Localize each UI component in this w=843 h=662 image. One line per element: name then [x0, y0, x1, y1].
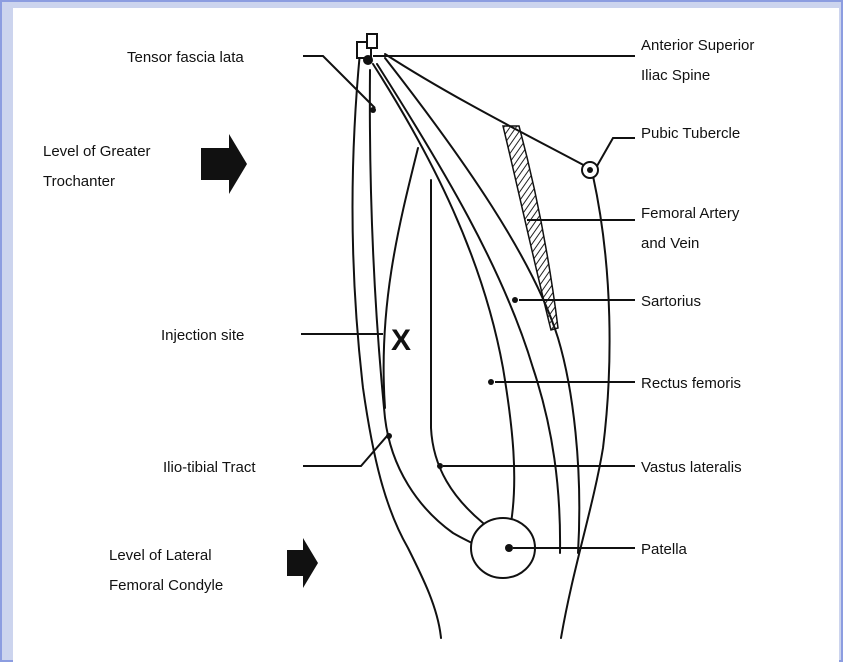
asis-label-line2: Iliac Spine [641, 67, 710, 84]
iliotibial-tract-label: Ilio-tibial Tract [163, 459, 256, 476]
vastus-lateralis-label: Vastus lateralis [641, 459, 742, 476]
femoral-vessels-label-line1: Femoral Artery [641, 205, 740, 222]
pubic-tubercle-dot [587, 167, 593, 173]
injection-site-label: Injection site [161, 327, 244, 344]
rectus-femoris-dot [488, 379, 494, 385]
lateral-condyle-label-line2: Femoral Condyle [109, 577, 223, 594]
thigh-outer-outline [351, 51, 442, 639]
pubic-tubercle-leader [596, 137, 635, 167]
rectus-femoris-medial-border [372, 63, 516, 524]
rectus-femoris-label: Rectus femoris [641, 375, 741, 392]
asis-bony-prominence [356, 33, 378, 59]
thigh-anatomy-diagram: Tensor fascia lata Anterior Superior Ili… [43, 33, 754, 639]
greater-trochanter-arrow [201, 134, 247, 194]
iliotibial-tract-leader [303, 435, 388, 467]
patella-label: Patella [641, 541, 688, 558]
patella-dot [505, 544, 513, 552]
pubic-tubercle-label: Pubic Tubercle [641, 125, 740, 142]
iliotibial-tract-line [368, 69, 478, 547]
sartorius-label: Sartorius [641, 293, 701, 310]
vastus-lateralis-dot [437, 463, 443, 469]
injection-site-mark: X [391, 324, 411, 357]
rectus-femoris-lateral-border [430, 179, 484, 524]
femoral-vessels [502, 125, 559, 331]
vastus-lateralis-border [382, 147, 419, 409]
lateral-condyle-label-line1: Level of Lateral [109, 547, 212, 564]
femoral-vessels-label-line2: and Vein [641, 235, 699, 252]
asis-point [363, 55, 373, 65]
sartorius-lateral-border [376, 63, 562, 554]
tensor-fascia-lata-dot [370, 107, 376, 113]
tensor-fascia-lata-label: Tensor fascia lata [127, 49, 244, 66]
greater-trochanter-label-line2: Trochanter [43, 173, 115, 190]
sartorius-dot [512, 297, 518, 303]
inguinal-ligament-line [384, 53, 590, 169]
greater-trochanter-label-line1: Level of Greater [43, 143, 151, 160]
diagram-panel: Tensor fascia lata Anterior Superior Ili… [13, 8, 839, 662]
iliotibial-tract-dot [386, 433, 392, 439]
asis-label-line1: Anterior Superior [641, 37, 754, 54]
thigh-medial-outline [560, 175, 611, 639]
tensor-fascia-lata-leader [303, 55, 376, 109]
lateral-condyle-arrow [287, 538, 318, 588]
